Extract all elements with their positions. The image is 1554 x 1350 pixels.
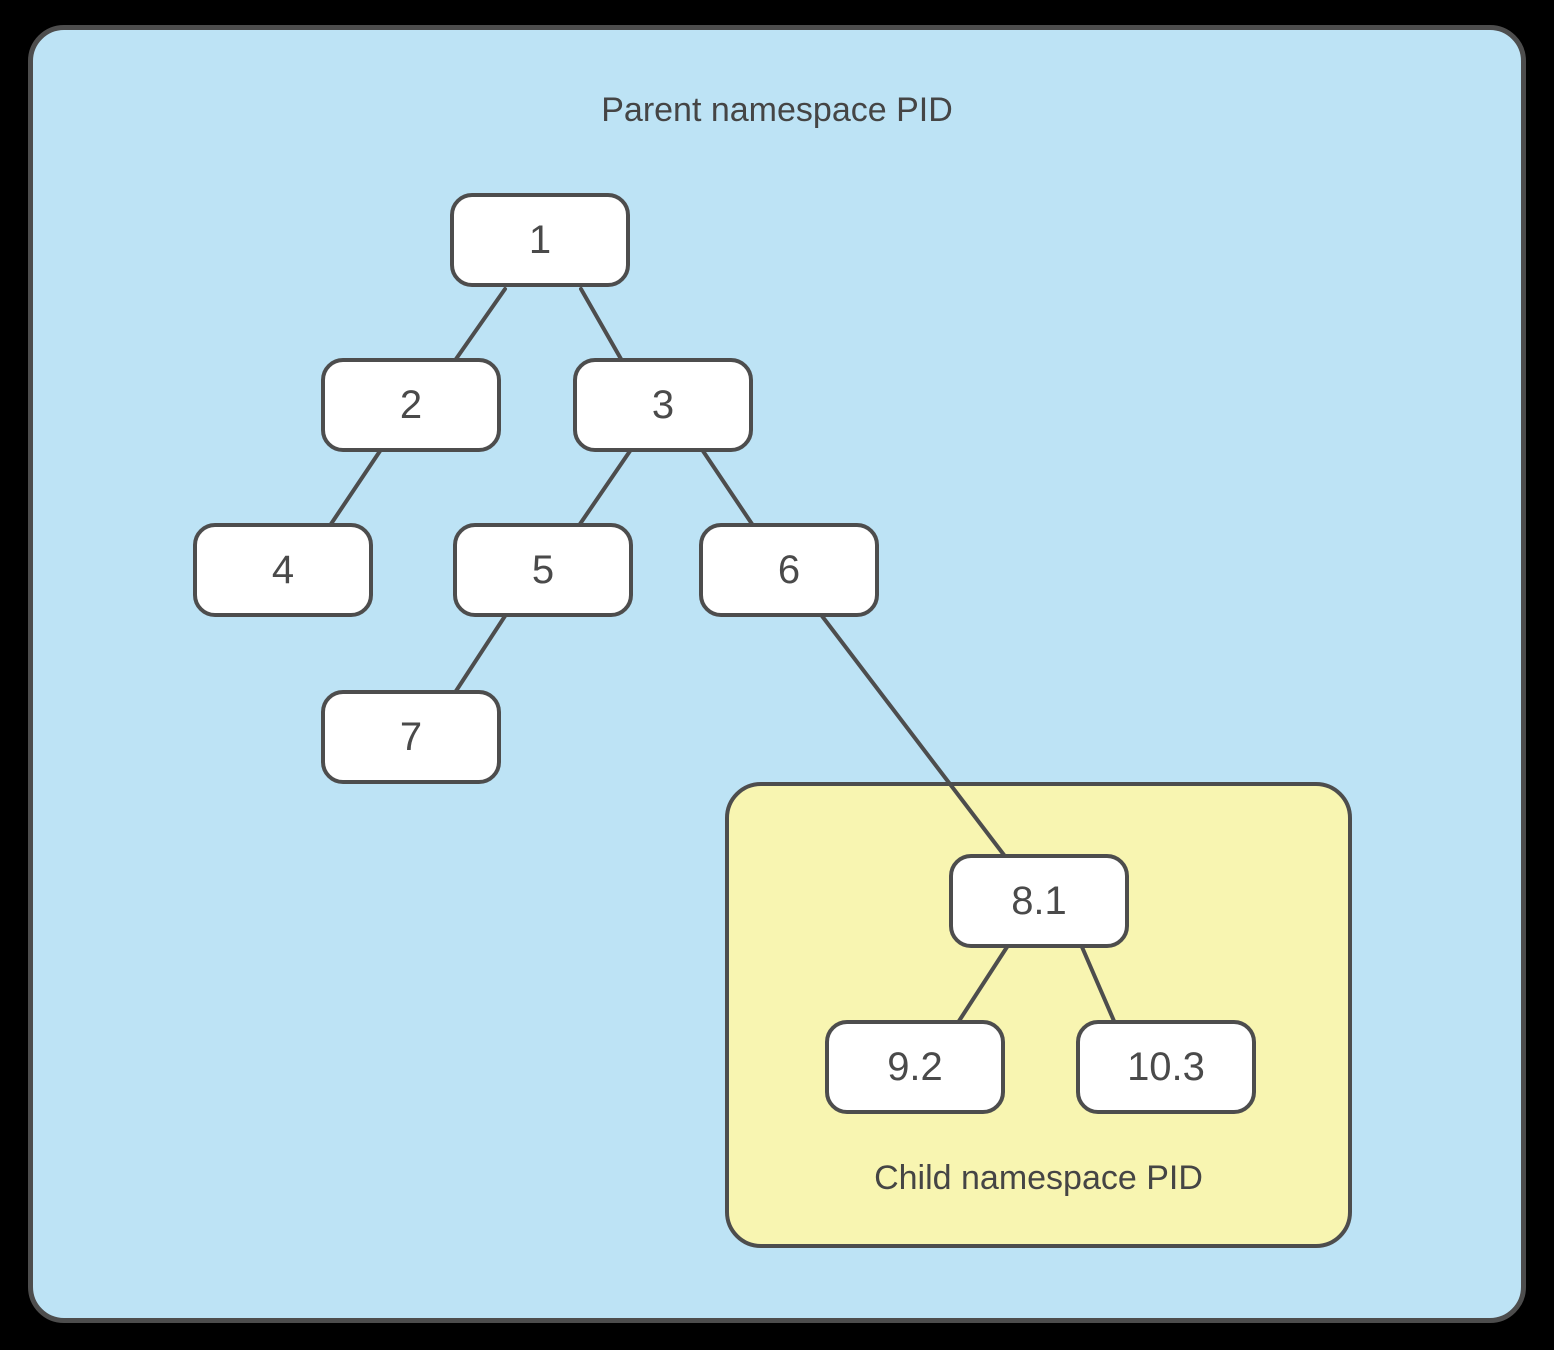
- parent-namespace-label: Parent namespace PID: [601, 91, 953, 129]
- process-node-6: 6: [699, 523, 879, 617]
- process-node-3: 3: [573, 358, 753, 452]
- process-node-1: 1: [450, 193, 630, 287]
- child-namespace-label: Child namespace PID: [874, 1159, 1203, 1197]
- process-node-7: 7: [321, 690, 501, 784]
- process-node-2: 2: [321, 358, 501, 452]
- process-node-8-1: 8.1: [949, 854, 1129, 948]
- process-node-5: 5: [453, 523, 633, 617]
- process-node-9-2: 9.2: [825, 1020, 1005, 1114]
- process-node-10-3: 10.3: [1076, 1020, 1256, 1114]
- process-node-4: 4: [193, 523, 373, 617]
